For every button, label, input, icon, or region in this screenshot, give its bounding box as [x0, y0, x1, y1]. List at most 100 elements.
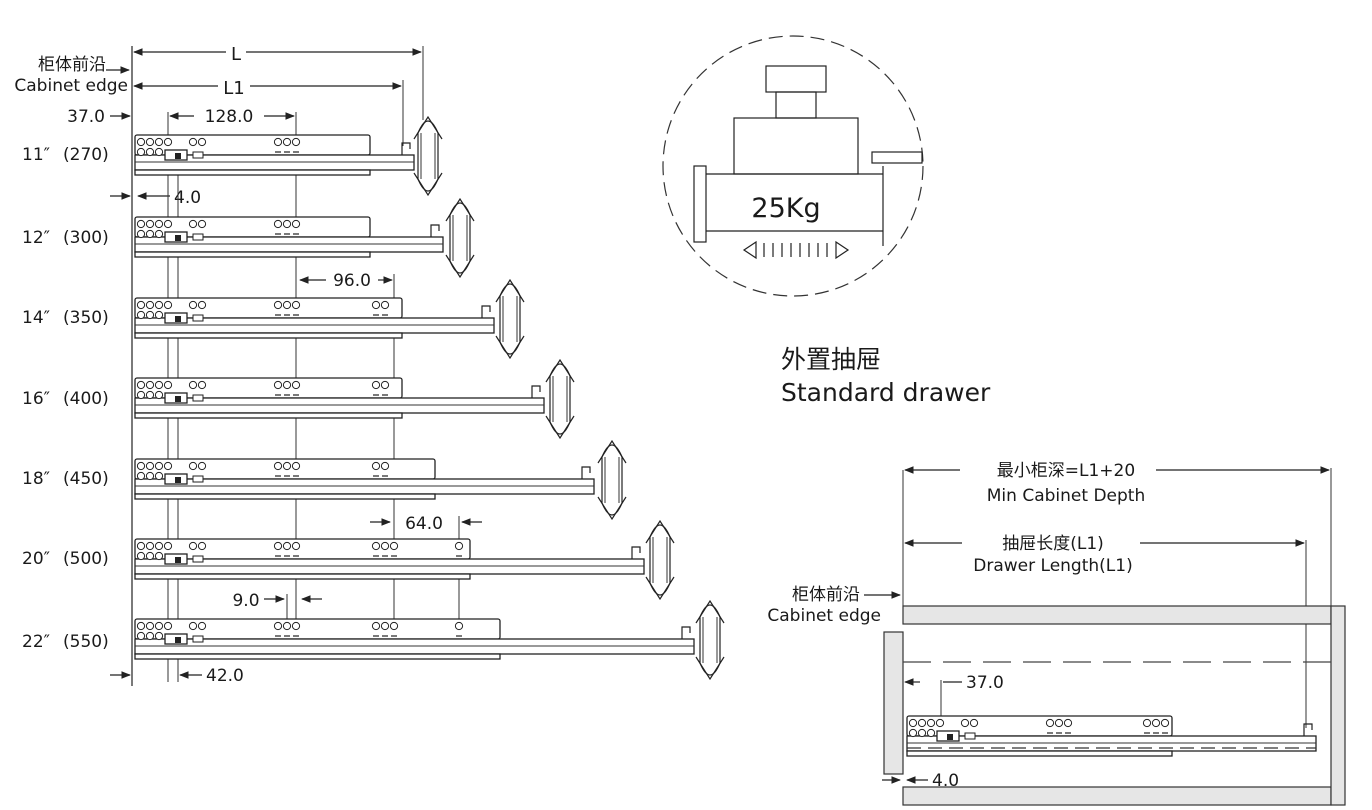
- extension-arrow-head-bottom: [413, 172, 443, 197]
- right-install-diagram: 最小柜深=L1+20 Min Cabinet Depth 抽屉长度(L1) Dr…: [767, 461, 1346, 806]
- clip-tab: [964, 732, 976, 740]
- mount-hole: [136, 147, 146, 157]
- slide: [134, 377, 545, 419]
- extension-arrow-head-top: [495, 278, 525, 303]
- slide-bottom-strip: [134, 169, 371, 176]
- mount-hole: [273, 461, 283, 471]
- mount-hole: [917, 718, 927, 728]
- mount-hole: [197, 461, 207, 471]
- size-mm-label: (550): [63, 632, 109, 652]
- extension-arrow: [645, 519, 675, 601]
- min-depth-en: Min Cabinet Depth: [987, 486, 1145, 506]
- mount-hole: [136, 551, 146, 561]
- rear-hook: [531, 385, 541, 398]
- dim-96-label: 96.0: [333, 271, 371, 291]
- mount-hole: [145, 229, 155, 239]
- mount-hole: [197, 541, 207, 551]
- load-label: 25Kg: [751, 193, 820, 224]
- mount-hole: [154, 390, 164, 400]
- extension-arrow: [413, 115, 443, 197]
- dim-37-label: 37.0: [67, 107, 105, 127]
- slide-bottom-strip: [134, 653, 501, 660]
- dim-9-label: 9.0: [232, 591, 259, 611]
- rear-hook: [681, 626, 691, 639]
- extension-arrow: [445, 197, 475, 279]
- clip-tab: [192, 555, 204, 563]
- mount-hole: [154, 229, 164, 239]
- mount-hole: [371, 541, 381, 551]
- mount-hole: [291, 541, 301, 551]
- mount-hole: [371, 300, 381, 310]
- mount-hole: [163, 461, 173, 471]
- slide-bottom-strip: [134, 573, 471, 580]
- size-mm-label: (400): [63, 389, 109, 409]
- mount-hole: [273, 621, 283, 631]
- slide: [134, 134, 415, 176]
- mount-hole: [188, 300, 198, 310]
- mount-hole: [154, 137, 164, 147]
- mount-hole: [145, 137, 155, 147]
- mount-hole: [136, 219, 146, 229]
- dim-42-label: 42.0: [206, 666, 244, 686]
- mount-hole: [291, 137, 301, 147]
- extension-arrow-head-bottom: [495, 335, 525, 360]
- mount-hole: [145, 310, 155, 320]
- dim-128-label: 128.0: [205, 107, 254, 127]
- lock-clip-pin: [175, 316, 181, 322]
- mount-hole: [163, 219, 173, 229]
- lock-clip-pin: [175, 637, 181, 643]
- cabinet-bottom-panel: [902, 786, 1332, 806]
- drawer-type-cn: 外置抽屉: [781, 345, 881, 374]
- mount-hole: [136, 229, 146, 239]
- mount-hole: [282, 137, 292, 147]
- rear-hook: [631, 546, 641, 559]
- slide-bottom-strip: [134, 332, 403, 339]
- lock-clip-pin: [175, 557, 181, 563]
- mount-hole: [154, 551, 164, 561]
- mount-hole: [1142, 718, 1152, 728]
- mount-hole: [163, 621, 173, 631]
- load-body: [733, 117, 859, 175]
- mount-hole: [291, 219, 301, 229]
- extension-arrow-head-top: [413, 115, 443, 140]
- mount-hole: [154, 471, 164, 481]
- mount-hole: [282, 541, 292, 551]
- dim-L1-label: L1: [223, 78, 244, 99]
- mount-hole: [389, 621, 399, 631]
- extension-arrow-head-bottom: [597, 496, 627, 521]
- size-inch-label: 18″: [22, 469, 50, 489]
- mount-hole: [163, 380, 173, 390]
- mount-hole: [145, 147, 155, 157]
- clip-tab: [192, 475, 204, 483]
- cabinet-top-ledge: [871, 151, 923, 164]
- lock-clip-pin: [175, 153, 181, 159]
- cabinet-edge-label-en: Cabinet edge: [14, 76, 128, 96]
- mount-hole: [145, 551, 155, 561]
- drawer-length-cn: 抽屉长度(L1): [1002, 534, 1104, 554]
- rear-hook: [430, 224, 440, 237]
- mount-hole: [282, 461, 292, 471]
- mount-hole: [154, 300, 164, 310]
- mount-hole: [136, 390, 146, 400]
- mount-hole: [273, 380, 283, 390]
- mount-hole: [380, 380, 390, 390]
- mount-hole: [1045, 718, 1055, 728]
- mount-hole: [291, 300, 301, 310]
- detail-circle: [662, 35, 924, 297]
- extension-arrow: [695, 599, 725, 681]
- extension-arrow: [545, 358, 575, 440]
- mount-hole: [145, 390, 155, 400]
- right-cabinet-edge-cn: 柜体前沿: [792, 585, 860, 605]
- mount-hole: [917, 728, 927, 738]
- mount-hole: [188, 541, 198, 551]
- mount-hole: [371, 380, 381, 390]
- mount-hole: [291, 621, 301, 631]
- mount-hole: [282, 380, 292, 390]
- load-top-block: [765, 65, 827, 93]
- size-mm-label: (450): [63, 469, 109, 489]
- mount-hole: [188, 461, 198, 471]
- slide: [134, 618, 695, 660]
- size-mm-label: (300): [63, 228, 109, 248]
- extension-arrow-head-top: [645, 519, 675, 544]
- mount-hole: [154, 219, 164, 229]
